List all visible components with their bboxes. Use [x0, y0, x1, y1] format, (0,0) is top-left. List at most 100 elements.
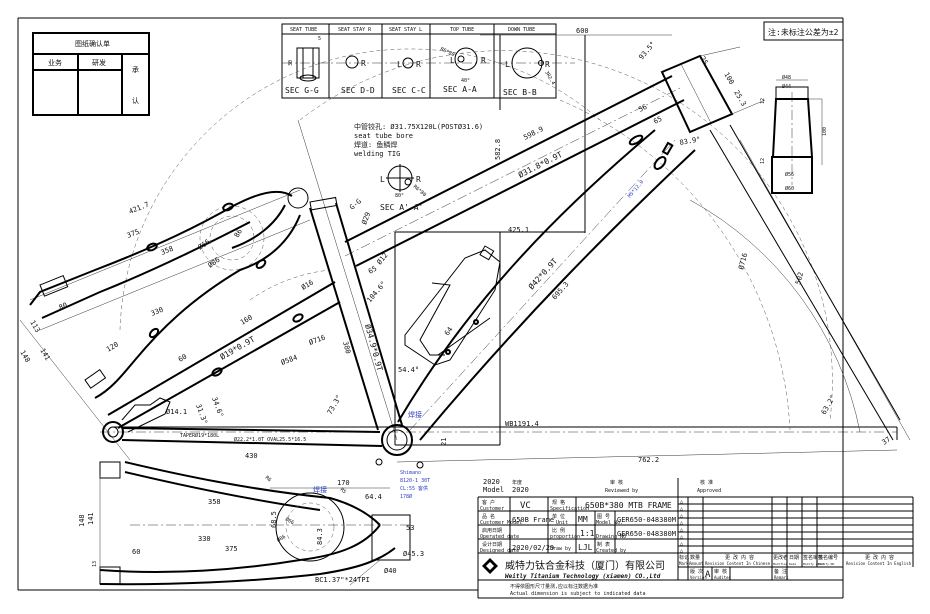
- drawing-label: Drawing NO: [596, 534, 626, 540]
- drawing-line: [771, 98, 814, 158]
- drawing-line: [419, 282, 451, 356]
- drawing-line: [419, 149, 696, 441]
- drawing-label: 598.9: [522, 125, 544, 142]
- drawing-line: [355, 99, 685, 267]
- drawing-label: DOWN TUBE: [508, 27, 535, 33]
- drawing-label: 更 改 内 容: [725, 554, 754, 561]
- drawing-label: 1:1: [580, 529, 595, 538]
- drawing-label: Draw by: [550, 546, 571, 552]
- drawing-line: [222, 202, 234, 212]
- drawing-label: 60: [132, 548, 140, 556]
- drawing-label: Ø716: [308, 334, 327, 347]
- bottom-bracket: [381, 424, 413, 456]
- drawing-label: SEC B-B: [503, 88, 537, 97]
- drawing-label: 37: [881, 435, 893, 446]
- drawing-line: [445, 349, 451, 355]
- drawing-line: [99, 524, 381, 573]
- drawing-label: 358: [160, 245, 175, 257]
- drawing-label: 100: [722, 71, 735, 86]
- drawing-line: [661, 141, 674, 156]
- drawing-label: 版 次: [690, 568, 703, 575]
- drawing-label: Ø48: [782, 74, 791, 81]
- drawing-label: Date: [789, 562, 796, 566]
- drawing-label: Ø40: [384, 567, 397, 575]
- drawing-label: 100: [822, 127, 828, 136]
- drawing-label: TOP TUBE: [450, 27, 474, 33]
- drawing-label: 80: [58, 301, 69, 312]
- company-logo: [482, 558, 498, 574]
- drawing-label: 430: [245, 452, 258, 460]
- drawing-label: 日期: [789, 555, 799, 561]
- drawing-label: SEC G-G: [285, 86, 319, 95]
- drawing-line: [124, 471, 321, 511]
- drawing-line: [699, 46, 741, 57]
- drawing-label: 330: [198, 535, 211, 543]
- company-name-en: Weitly Titanium Technology (xiamen) CO.,…: [505, 573, 661, 580]
- title-block: 2020 年度 Model 2020 审 核 Reviewed by 核 准 A…: [477, 478, 914, 599]
- drawing-label: Ø86: [276, 533, 287, 544]
- drawing-label: △: [680, 506, 683, 512]
- drawing-line: [255, 259, 267, 269]
- drawing-line: [309, 196, 338, 211]
- drawing-line: [454, 47, 478, 71]
- drawing-line: [344, 87, 681, 257]
- drawing-label: Ø716: [737, 252, 749, 270]
- drawing-line: [99, 566, 121, 585]
- drawing-label: 762.2: [638, 456, 659, 464]
- drawing-line: [375, 458, 383, 466]
- drawing-label: 113: [28, 319, 41, 334]
- confirmation-sheet: 图纸确认单 业务 研发 承 认: [32, 32, 150, 116]
- drawing-label: R: [361, 59, 366, 68]
- drawing-label: Remark: [774, 575, 789, 580]
- drawing-line: [416, 461, 424, 469]
- drawing-label: R6: [264, 475, 272, 483]
- drawing-label: Model No.: [596, 520, 623, 526]
- drawing-label: 核 准: [700, 479, 713, 486]
- drawing-label: Ø34.9*0.9T: [363, 323, 385, 372]
- drawing-label: 13: [92, 561, 98, 567]
- drawing-line: [124, 461, 381, 526]
- drawing-label: 中管铰孔: Ø31.75X120L(POSTØ31.6): [354, 122, 483, 131]
- drawing-label: Ø45.3: [403, 550, 424, 558]
- drawing-label: 数量: [690, 554, 700, 561]
- drawing-label: 375: [225, 545, 238, 553]
- drawing-line: [479, 245, 495, 261]
- drawing-label: Ø66: [284, 516, 295, 527]
- drawing-label: 业务: [48, 58, 62, 67]
- drawing-label: 502: [794, 271, 805, 285]
- drawing-label: 比 例: [552, 527, 565, 534]
- drawing-line: [94, 214, 301, 399]
- drawing-label: 141: [38, 347, 51, 362]
- drawing-line: [121, 439, 383, 447]
- drawing-line: [231, 204, 286, 249]
- drawing-label: 签名审核: [803, 554, 823, 561]
- drawing-line: [538, 60, 544, 66]
- drawing-label: G-G: [348, 197, 363, 211]
- drawing-label: 31.3°: [194, 403, 209, 426]
- drawing-line: [653, 156, 667, 170]
- title-row-1: 客 户 Customer VC 规 格 Specification 650B*3…: [480, 499, 672, 512]
- drawing-label: Approved: [697, 488, 721, 494]
- drawing-label: Ø42*0.9T: [526, 256, 559, 291]
- drawing-label: L: [450, 56, 455, 65]
- drawing-line: [107, 426, 119, 438]
- drawing-label: 380: [341, 340, 352, 354]
- company-name-cn: 威特力钛合金科技（厦门）有限公司: [505, 559, 665, 572]
- drawing-label: Ø44: [782, 83, 791, 90]
- drawing-label: 客 户: [482, 499, 495, 506]
- drawing-label: 582.8: [494, 139, 502, 160]
- drawing-label: 56: [637, 103, 648, 114]
- drawing-label: MM: [578, 515, 588, 524]
- seat-tube-note: 中管铰孔: Ø31.75X120L(POSTØ31.6) seat tube b…: [354, 122, 483, 212]
- drawing-label: GER650-048380M: [617, 530, 676, 538]
- drawing-label: 65: [367, 265, 378, 276]
- drawing-label: L: [505, 60, 510, 69]
- chainstay-top-view: [99, 461, 411, 586]
- bottom-dimension-labels: 170 64.4 358 330 375 60 148 141 13 68.5 …: [78, 470, 430, 584]
- drawing-label: 60: [177, 353, 188, 364]
- drawing-label: 358: [208, 498, 221, 506]
- drawing-label: SEC A-A: [443, 85, 477, 94]
- drawing-line: [345, 55, 359, 69]
- drawing-label: 研发: [92, 58, 106, 67]
